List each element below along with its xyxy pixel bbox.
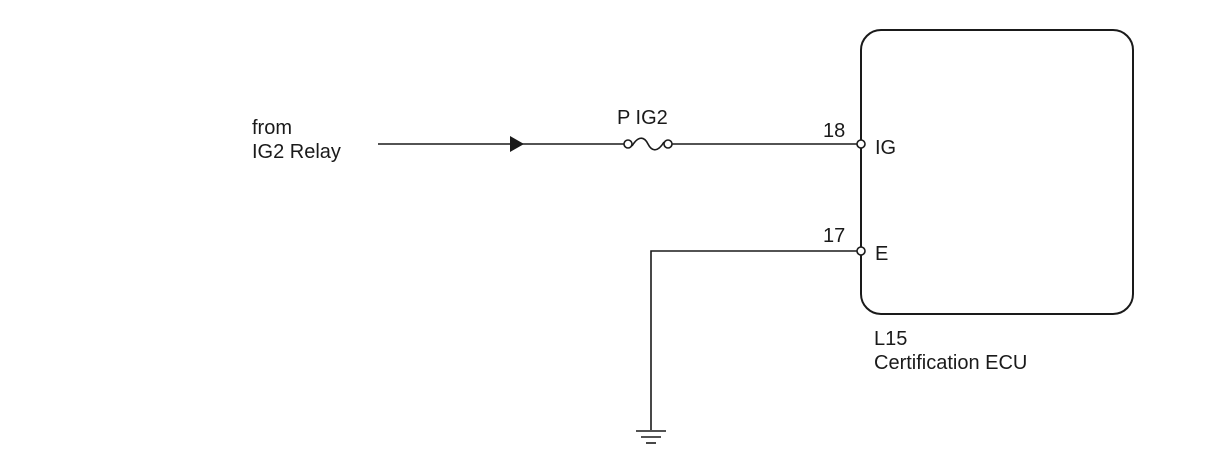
fuse-label: P IG2 (617, 107, 668, 129)
source-label-line1: from (252, 117, 292, 139)
pin-17-terminal (856, 246, 866, 256)
wire-pin-17-to-ground (650, 250, 857, 430)
source-label-line2: IG2 Relay (252, 141, 341, 163)
ecu-box (860, 29, 1134, 315)
direction-arrow-icon (510, 136, 524, 152)
pin-17-number: 17 (823, 225, 846, 247)
fuse-icon (623, 137, 673, 151)
ecu-name: Certification ECU (874, 352, 1028, 374)
pin-ig-name: IG (875, 137, 897, 159)
pin-e-name: E (875, 243, 889, 265)
source-label: from IG2 Relay (252, 116, 341, 164)
pin-18-terminal (856, 139, 866, 149)
pin-18-number: 18 (823, 120, 846, 142)
ecu-code: L15 (874, 328, 908, 350)
ground-icon (636, 430, 666, 444)
ecu-label: L15 Certification ECU (874, 327, 1027, 375)
